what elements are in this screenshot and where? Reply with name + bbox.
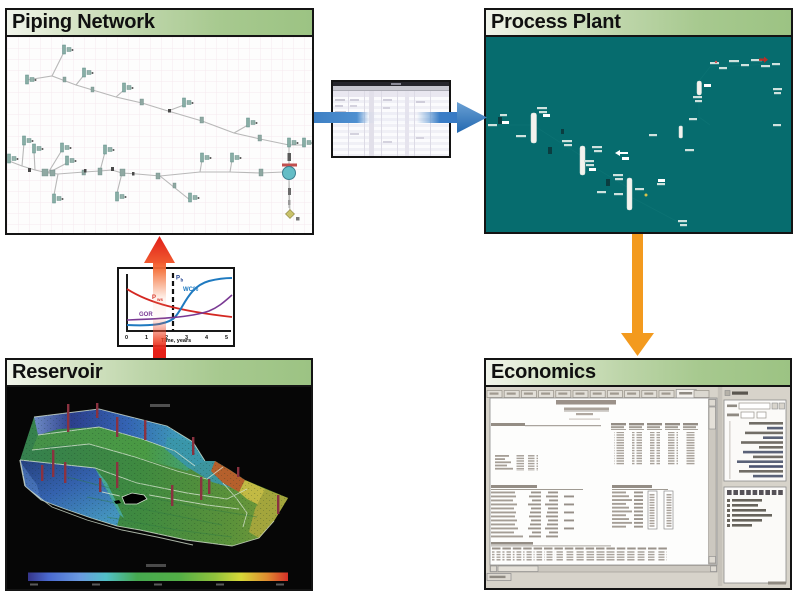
svg-text:2: 2	[165, 335, 168, 341]
svg-text:WC%: WC%	[183, 287, 199, 293]
svg-text:P: P	[176, 276, 180, 282]
svg-text:4: 4	[205, 335, 209, 341]
svg-text:b: b	[181, 278, 184, 283]
svg-text:GOR: GOR	[139, 312, 153, 318]
svg-text:Time, years: Time, years	[161, 338, 191, 344]
svg-text:5: 5	[225, 335, 228, 341]
svg-text:0: 0	[125, 335, 128, 341]
svg-text:3: 3	[185, 335, 188, 341]
svg-text:1: 1	[145, 335, 148, 341]
